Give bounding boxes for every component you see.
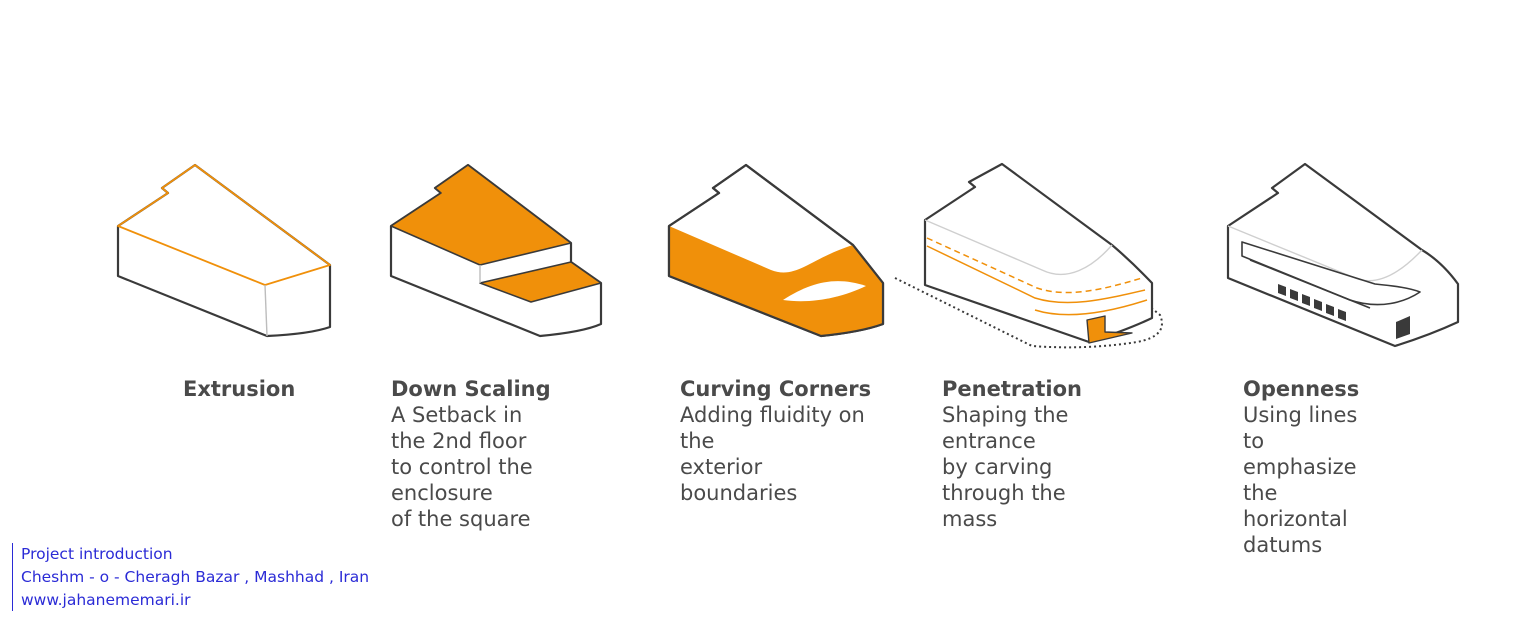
step-text: Openness Using lines to emphasize the ho… [1243,376,1359,558]
project-credit: Project introduction Cheshm - o - Cherag… [12,543,369,611]
step-text: Down Scaling A Setback in the 2nd floor … [391,376,551,532]
step-title: Curving Corners [680,377,872,401]
openness-massing-drawing [1226,162,1460,348]
step-text: Penetration Shaping the entrance by carv… [942,376,1082,532]
step-title: Penetration [942,377,1083,401]
step-text: Curving Corners Adding fluidity on the e… [680,376,871,506]
step-description: Shaping the entrance by carving through … [942,403,1069,531]
step-description: Adding fluidity on the exterior boundari… [680,403,865,505]
credit-heading: Project introduction [21,545,173,563]
step-title: Extrusion [183,377,296,401]
step-title: Openness [1243,377,1360,401]
credit-location: Cheshm - o - Cheragh Bazar , Mashhad , I… [21,568,370,586]
step-description: Using lines to emphasize the horizontal … [1243,403,1358,557]
window-openings [1278,284,1410,339]
step-description: A Setback in the 2nd floor to control th… [391,403,533,531]
down-scaling-massing-drawing [389,163,603,338]
penetration-massing-drawing [894,162,1163,349]
step-title: Down Scaling [391,377,551,401]
concept-diagram-row: Extrusion Down Scaling A Setback in the … [116,162,1460,557]
step-text: Extrusion [183,376,295,402]
extrusion-massing-drawing [116,163,332,338]
credit-website-link[interactable]: www.jahanememari.ir [21,591,191,609]
curving-corners-massing-drawing [667,163,885,338]
